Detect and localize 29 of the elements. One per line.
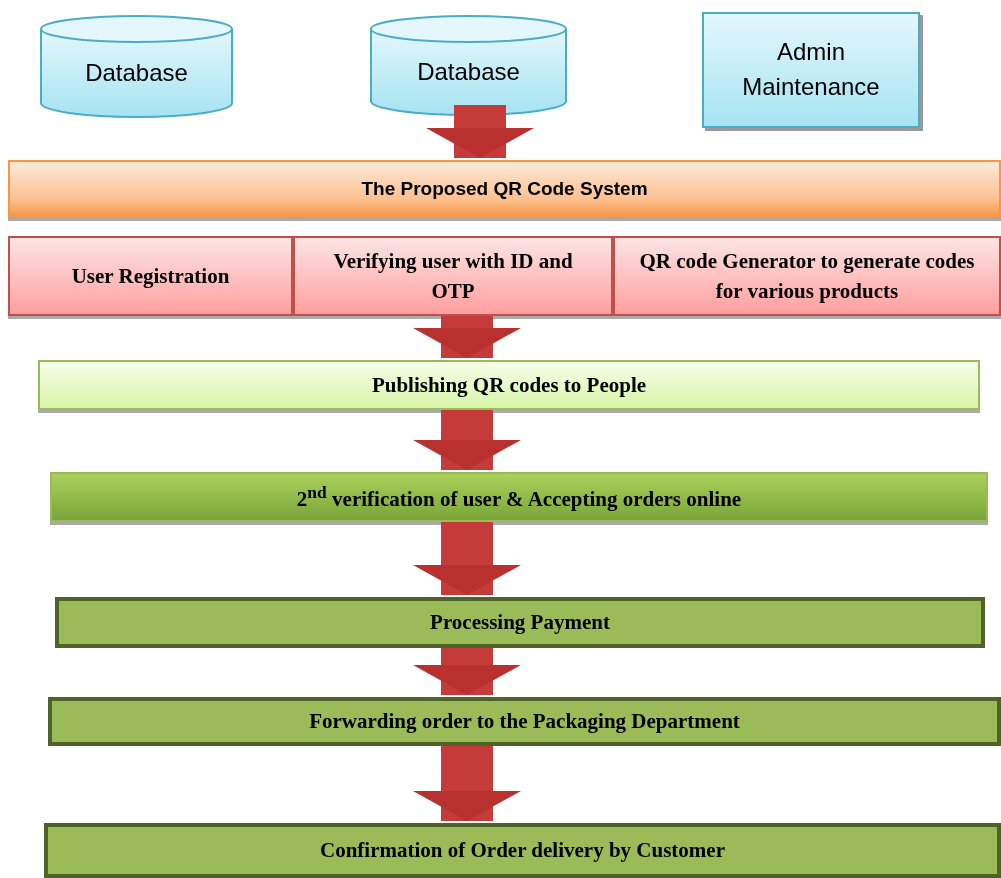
node-label: User Registration: [71, 262, 230, 290]
node-label: Database: [85, 57, 188, 88]
node-label: Admin Maintenance: [741, 37, 881, 102]
block-arrow: [413, 316, 521, 358]
admin-box: [702, 12, 920, 128]
system-band: [8, 160, 1001, 218]
block-arrow: [413, 410, 521, 470]
database-cylinder: [370, 15, 567, 115]
process-cell: [613, 236, 1001, 316]
node-label: 2$^{nd}$ verification of user & Accepting orders online: [296, 480, 742, 513]
process-cell: [8, 236, 293, 316]
database-cylinder: [40, 15, 233, 117]
node-label: Verifying user with ID and OTP: [332, 247, 574, 305]
node-label: Processing Payment: [430, 609, 610, 637]
block-arrow: [413, 746, 521, 821]
process-box: [55, 597, 985, 648]
process-box: [44, 823, 1001, 878]
node-label: Forwarding order to the Packaging Department: [309, 708, 740, 736]
node-label: Database: [417, 56, 520, 87]
process-cell: [293, 236, 613, 316]
node-label: QR code Generator to generate codes for various products: [638, 247, 976, 305]
process-box: [50, 472, 988, 522]
process-box: [48, 697, 1001, 746]
node-label: The Proposed QR Code System: [361, 177, 648, 202]
block-arrow: [413, 648, 521, 695]
node-label: Confirmation of Order delivery by Customer: [320, 837, 725, 865]
block-arrow: [413, 522, 521, 595]
node-label: Publishing QR codes to People: [371, 371, 647, 399]
process-box: [38, 360, 980, 410]
